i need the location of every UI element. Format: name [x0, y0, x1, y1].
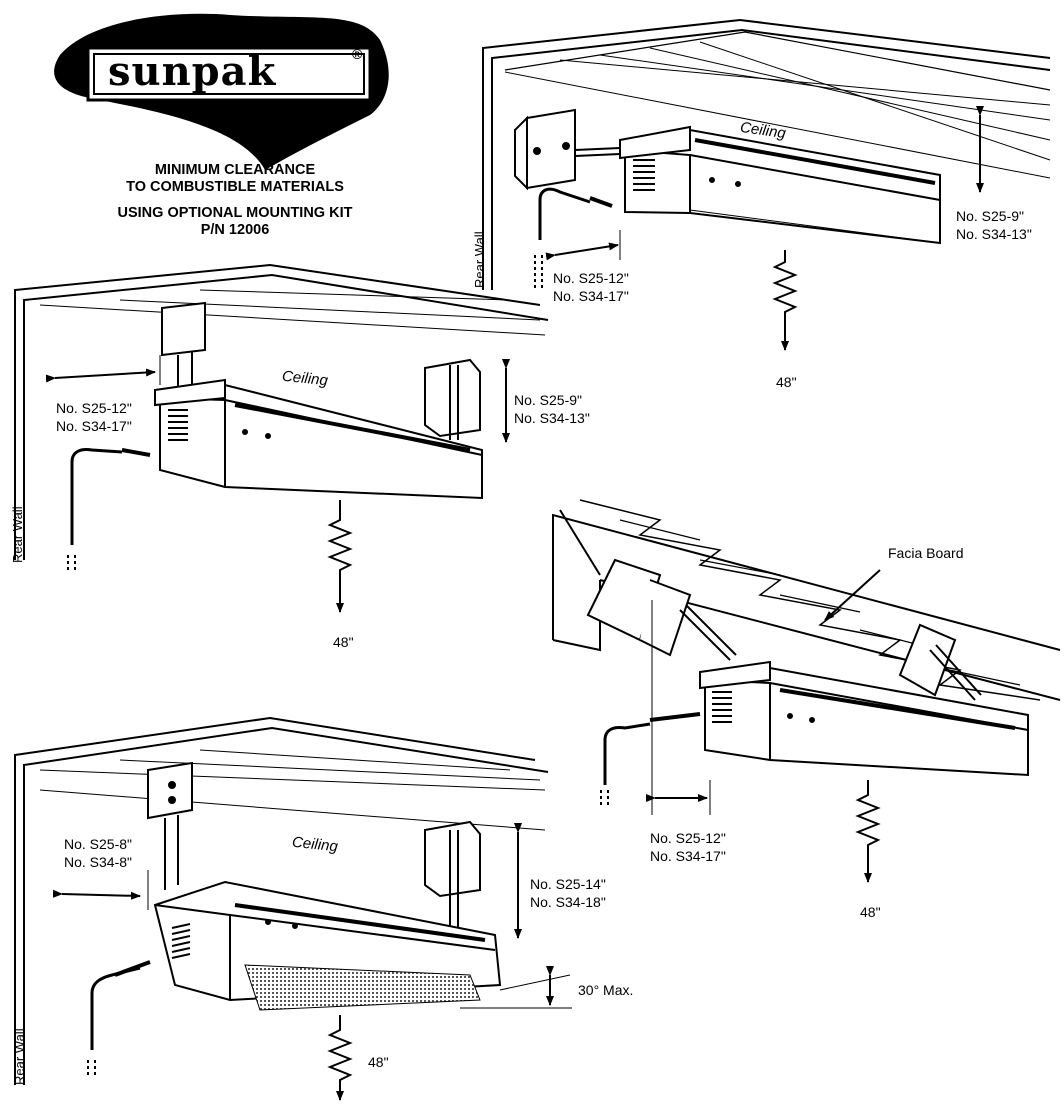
floor-clearance-bottom: 48": [368, 1054, 389, 1070]
diagram-facia: [552, 499, 1061, 883]
heading-line-1: MINIMUM CLEARANCE: [154, 162, 316, 178]
ceiling-clearance-top-s25: No. S25-9": [956, 208, 1025, 224]
rear-wall-label-top: Rear Wall: [472, 231, 487, 288]
wall-clearance-middle-s34: No. S34-17": [56, 418, 132, 434]
wall-clearance-top-s25: No. S25-12": [553, 270, 629, 286]
floor-clearance-top: 48": [776, 374, 797, 390]
ceiling-clearance-bottom-s25: No. S25-14": [530, 876, 606, 892]
wall-clearance-facia-s34: No. S34-17": [650, 848, 726, 864]
ceiling-clearance-top-s34: No. S34-13": [956, 226, 1032, 242]
wall-clearance-facia-s25: No. S25-12": [650, 830, 726, 846]
ceiling-clearance-bottom-s34: No. S34-18": [530, 894, 606, 910]
floor-clearance-middle: 48": [333, 634, 354, 650]
rear-wall-label-bottom: Rear Wall: [12, 1028, 27, 1085]
wall-clearance-middle-s25: No. S25-12": [56, 400, 132, 416]
wall-clearance-bottom-s25: No. S25-8": [64, 836, 133, 852]
ceiling-clearance-middle-s34: No. S34-13": [514, 410, 590, 426]
wall-clearance-bottom-s34: No. S34-8": [64, 854, 133, 870]
wall-clearance-top-s34: No. S34-17": [553, 288, 629, 304]
heading-line-4: P/N 12006: [200, 222, 270, 238]
heading-line-2: TO COMBUSTIBLE MATERIALS: [126, 179, 344, 195]
tilt-max-label: 30° Max.: [578, 982, 634, 998]
logo-text: sunpak: [108, 48, 277, 95]
diagram-middle-left: [14, 263, 549, 613]
diagram-top-right: [482, 18, 1051, 351]
rear-wall-label-middle: Rear Wall: [10, 506, 25, 563]
ceiling-clearance-middle-s25: No. S25-9": [514, 392, 583, 408]
logo-registered-mark: ®: [352, 46, 363, 62]
sunpak-logo: [54, 13, 389, 170]
heading-line-3: USING OPTIONAL MOUNTING KIT: [117, 205, 353, 221]
facia-board-label: Facia Board: [888, 545, 964, 561]
floor-clearance-facia: 48": [860, 904, 881, 920]
diagram-bottom-left: [14, 716, 572, 1101]
